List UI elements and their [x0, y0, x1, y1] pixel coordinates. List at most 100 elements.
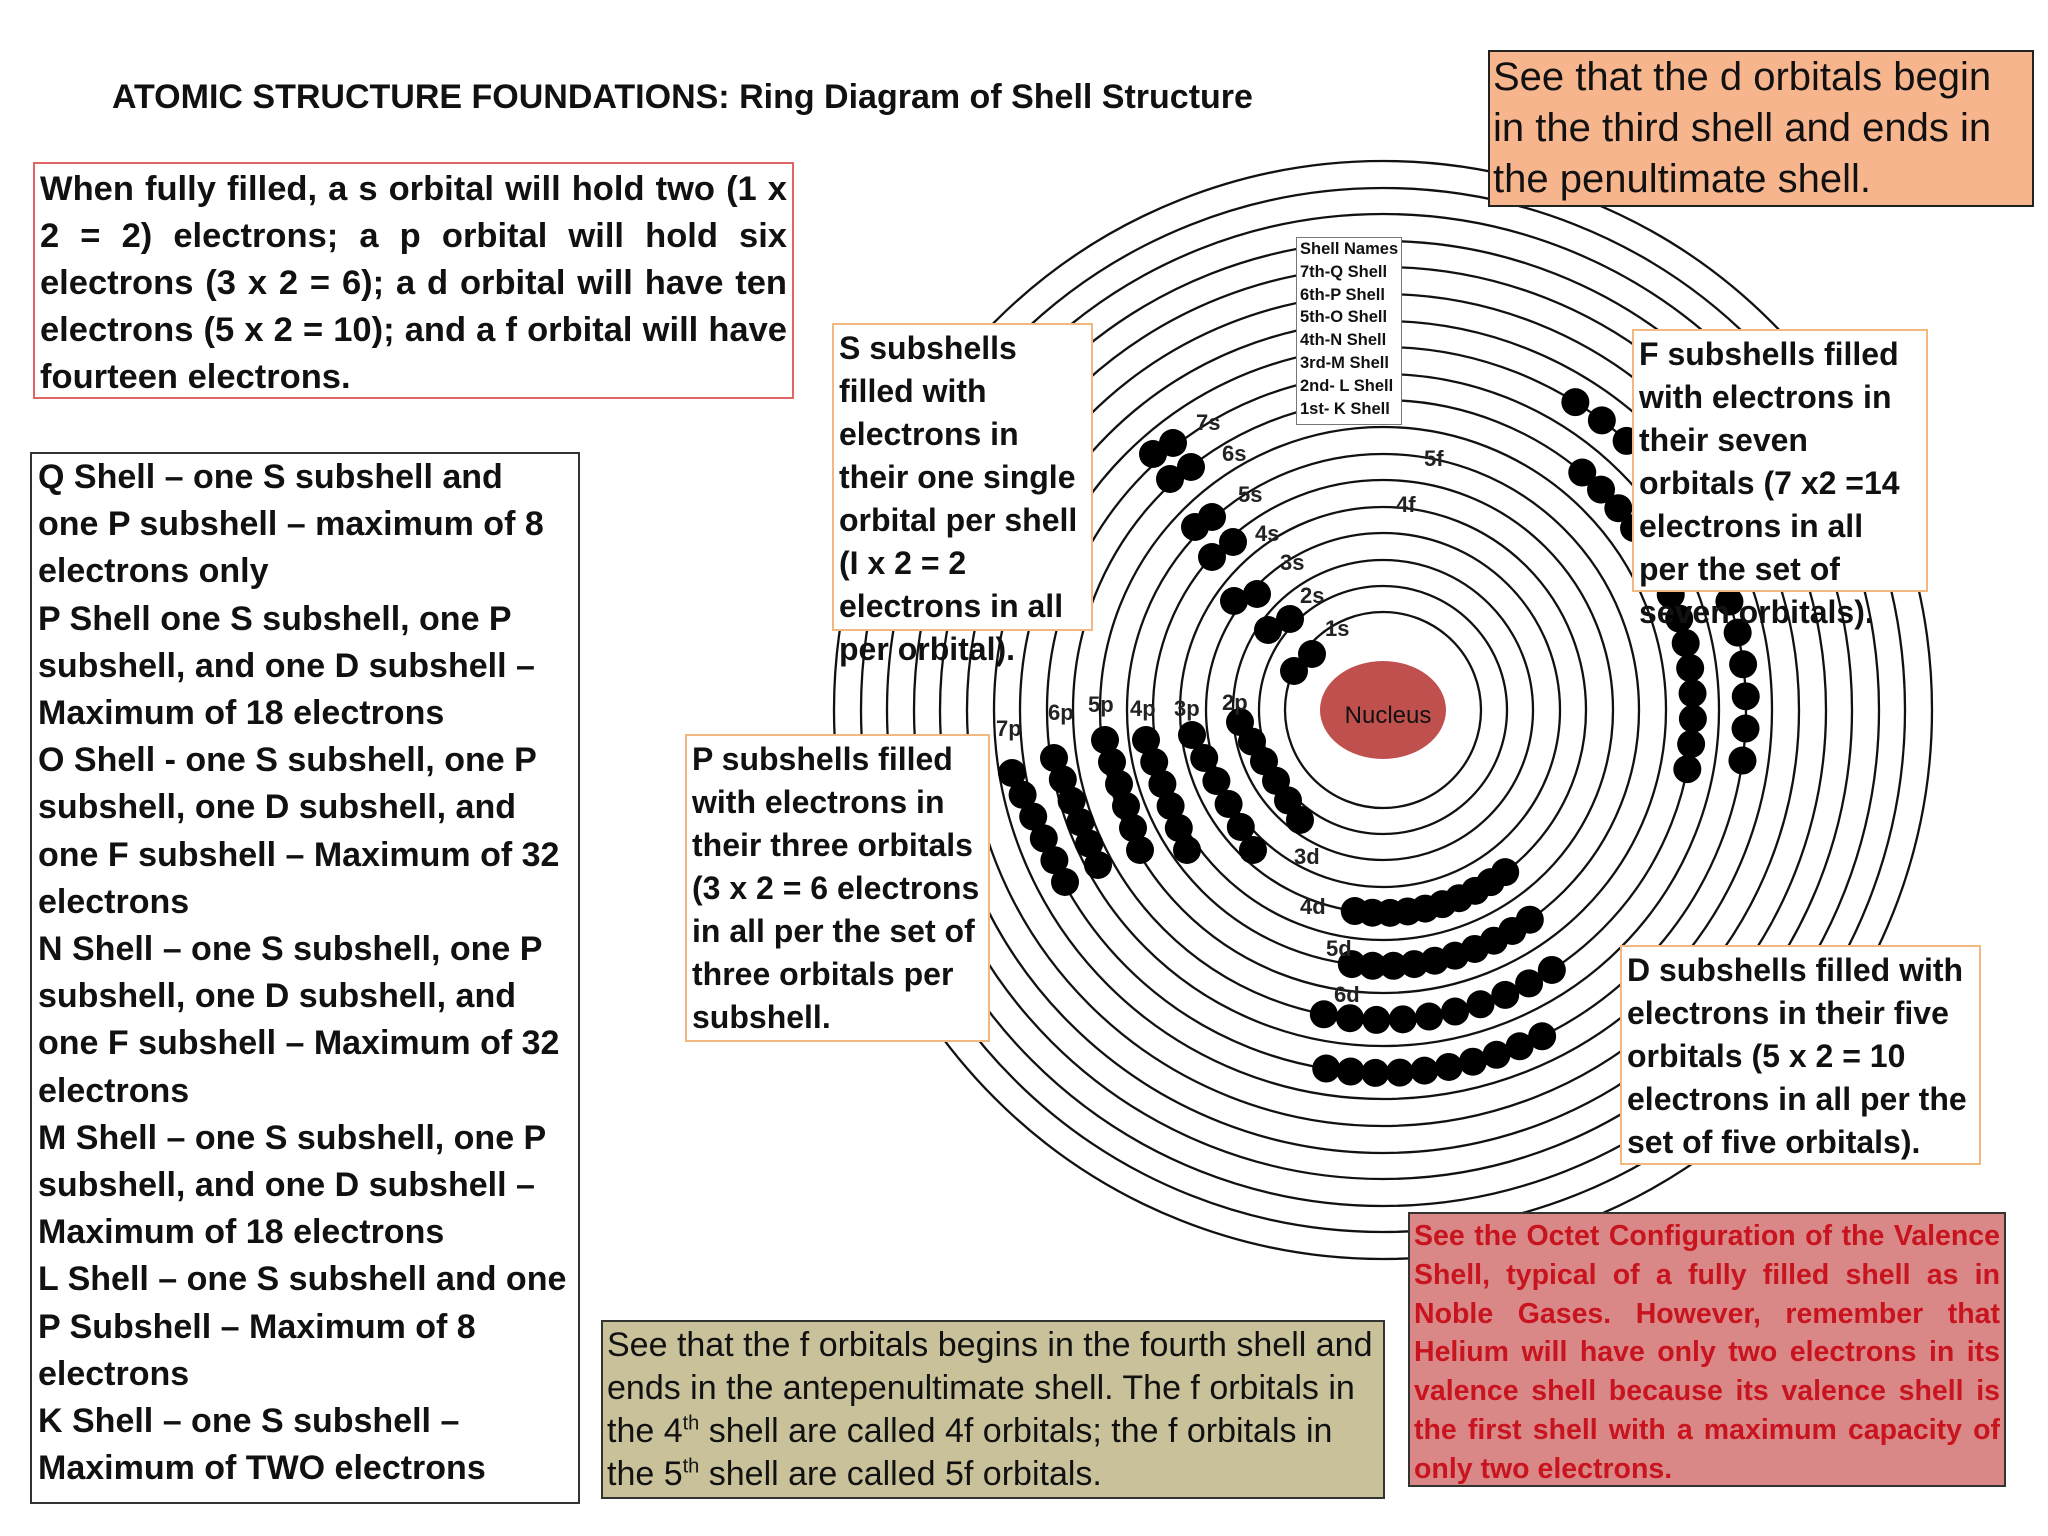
electron-7p [1019, 802, 1048, 831]
octet-configuration-note: See the Octet Configuration of the Valen… [1408, 1212, 2006, 1487]
electron-5d [1515, 969, 1544, 998]
subshell-label-3s: 3s [1280, 550, 1304, 575]
electron-6d [1458, 1047, 1487, 1076]
electron-5f [1731, 714, 1760, 743]
electron-4f [1678, 679, 1707, 708]
subshell-label-7p: 7p [996, 716, 1022, 741]
electron-4s [1198, 543, 1226, 571]
subshell-label-5f: 5f [1424, 446, 1444, 471]
electron-4d [1515, 905, 1544, 934]
subshell-label-3p: 3p [1174, 696, 1200, 721]
shell-name-item: 1st- K Shell [1300, 399, 1390, 418]
electron-6p [1075, 829, 1104, 858]
electron-4p [1173, 836, 1201, 864]
electron-3s [1220, 587, 1248, 615]
electron-6d [1336, 1057, 1365, 1086]
electron-5p [1105, 770, 1133, 798]
electron-3p [1214, 790, 1243, 818]
electron-5p [1091, 726, 1119, 754]
electron-4f [1604, 494, 1633, 523]
electron-7p [1029, 824, 1058, 853]
shell-description-l: L Shell – one S subshell and one P Subsh… [38, 1260, 567, 1393]
subshell-label-4p: 4p [1130, 696, 1156, 721]
electron-2s [1276, 605, 1304, 633]
subshell-label-6s: 6s [1222, 441, 1246, 466]
page-title: ATOMIC STRUCTURE FOUNDATIONS: Ring Diagr… [112, 78, 1253, 116]
electron-5p [1112, 792, 1140, 820]
electron-5d [1335, 1004, 1364, 1033]
electron-6d [1434, 1052, 1463, 1081]
electron-4f [1665, 604, 1694, 633]
shell-names-legend: Shell Names 7th-Q Shell 6th-P Shell 5th-… [1296, 237, 1402, 425]
shell-ring [1204, 531, 1562, 889]
electron-5d [1362, 1005, 1391, 1034]
subshell-label-4s: 4s [1255, 521, 1279, 546]
orbital-capacity-note: When fully filled, a s orbital will hold… [33, 162, 794, 399]
electron-3d [1491, 858, 1520, 887]
electron-4s [1219, 528, 1247, 556]
electron-6p [1057, 786, 1086, 815]
subshell-label-5s: 5s [1238, 482, 1262, 507]
subshell-label-7s: 7s [1196, 410, 1220, 435]
electron-5f [1728, 746, 1757, 775]
subshell-label-5d: 5d [1326, 936, 1352, 961]
electron-5f [1731, 682, 1760, 711]
shell-name-item: 7th-Q Shell [1300, 262, 1388, 281]
electron-5f [1587, 406, 1616, 435]
electron-5p [1126, 836, 1154, 864]
shell-ring [1151, 478, 1615, 942]
s-subshell-callout: S subshells filled with electrons in the… [832, 323, 1093, 667]
electron-4f [1677, 730, 1706, 759]
electron-4d [1358, 951, 1387, 980]
nucleus-label: Nucleus [1345, 702, 1432, 729]
electron-5d [1388, 1005, 1417, 1034]
f-orbital-note-part2: shell are called 4f orbitals; the f orbi… [607, 1412, 1333, 1493]
electron-6p [1066, 808, 1095, 837]
electron-4p [1148, 770, 1177, 798]
electron-7p [1040, 846, 1069, 875]
subshell-label-1s: 1s [1325, 616, 1349, 641]
electron-5d [1415, 1002, 1444, 1031]
shell-name-item: 4th-N Shell [1300, 331, 1387, 350]
shell-description-p: P Shell one S subshell, one P subshell, … [38, 599, 535, 733]
shell-description-q: Q Shell – one S subshell and one P subsh… [38, 458, 544, 591]
electron-6d [1528, 1022, 1557, 1051]
electron-4f [1671, 629, 1700, 658]
electron-5f [1729, 650, 1758, 679]
electron-4d [1379, 951, 1408, 980]
electron-7p [1008, 780, 1037, 809]
electron-4f [1568, 458, 1597, 487]
electrons [998, 388, 1760, 1087]
d-orbital-note: See that the d orbitals begin in the thi… [1488, 50, 2034, 207]
electron-5d [1441, 997, 1470, 1026]
f-orbital-note: See that the f orbitals begins in the fo… [601, 1320, 1385, 1499]
shell-description-list: Q Shell – one S subshell and one P subsh… [30, 452, 580, 1504]
electron-4p [1140, 748, 1169, 776]
shell-name-item: 5th-O Shell [1300, 308, 1388, 327]
shell-name-item: 2nd- L Shell [1300, 376, 1394, 395]
electron-6p [1084, 851, 1112, 879]
electron-7p [1051, 868, 1079, 896]
electron-6d [1482, 1040, 1511, 1069]
shell-ring [1283, 610, 1483, 810]
f-orbital-note-part1: See that the f orbitals begins in the fo… [607, 1326, 1373, 1450]
electron-5f [1715, 587, 1744, 616]
subshell-label-5p: 5p [1088, 692, 1114, 717]
electron-6d [1410, 1056, 1439, 1085]
electron-5d [1466, 990, 1495, 1019]
shell-names-heading: Shell Names [1300, 240, 1399, 258]
electron-4d [1400, 950, 1429, 979]
p-subshell-callout: P subshells filled with electrons in the… [685, 734, 990, 1042]
electron-4p [1164, 814, 1193, 842]
electron-6s [1156, 465, 1184, 493]
f-orbital-note-part3: shell are called 5f orbitals. [699, 1455, 1102, 1493]
electron-5s [1198, 503, 1226, 531]
d-subshell-callout: D subshells filled with electrons in the… [1620, 945, 1981, 1165]
subshell-label-4d: 4d [1300, 894, 1326, 919]
electron-6d [1312, 1054, 1341, 1083]
shell-description-m: M Shell – one S subshell, one P subshell… [38, 1118, 546, 1252]
f-orbital-note-sup1: th [682, 1412, 700, 1435]
electron-5f [1723, 618, 1752, 647]
